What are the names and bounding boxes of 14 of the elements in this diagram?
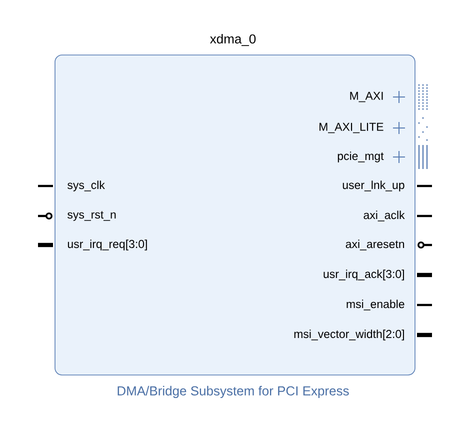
pin-label: axi_aclk: [364, 210, 405, 222]
pin-label: axi_aresetn: [346, 240, 404, 250]
pin-label: usr_irq_ack[3:0]: [324, 270, 404, 280]
pin-label: M_AXI_LITE: [320, 122, 384, 134]
pin-label: msi_enable: [346, 300, 404, 310]
pin-label: sys_rst_n: [68, 211, 116, 221]
pin-label: pcie_mgt: [338, 152, 384, 162]
node-label: DMA/Bridge Subsystem for PCI Express: [118, 386, 349, 398]
node-label: xdma_0: [210, 34, 256, 46]
pin-label: M_AXI: [350, 92, 383, 102]
pin-label: msi_vector_width[2:0]: [294, 330, 404, 340]
pin-label: usr_irq_req[3:0]: [68, 240, 147, 250]
pin-label: sys_clk: [68, 180, 105, 192]
pin-label: user_lnk_up: [342, 180, 404, 192]
